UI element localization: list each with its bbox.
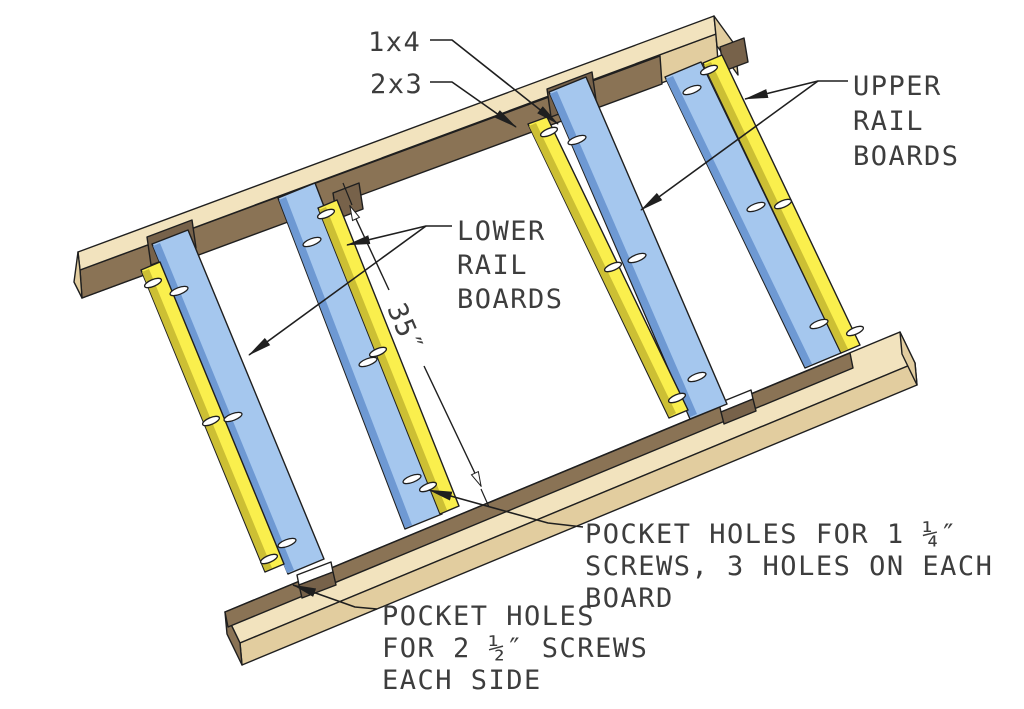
- pocket-hole: [682, 84, 702, 96]
- pocket-hole: [773, 198, 793, 210]
- bottom-side-board-inner-edge: [224, 352, 854, 628]
- blue-board-edge-shade: [153, 243, 294, 573]
- bottom-side-board: [224, 331, 918, 666]
- pocket-hole: [277, 537, 297, 549]
- pocket-hole: [603, 261, 623, 273]
- leader-1x4: [430, 39, 559, 125]
- rail-assembly-3: [527, 76, 728, 420]
- pocket-hole: [259, 553, 279, 565]
- blue-1x4-board: [151, 229, 325, 575]
- pocket-hole: [402, 473, 422, 485]
- blue-1x4-board: [277, 182, 443, 530]
- label-pocket-holes-rail-line1: POCKET HOLES FOR 1 ¼″: [585, 519, 958, 550]
- top-side-board-left-end: [73, 251, 83, 299]
- yellow-board-edge-shade: [529, 123, 676, 417]
- blue-board-edge-shade: [666, 76, 812, 367]
- dimension-extension-top: [342, 182, 353, 206]
- leader-lower-rail-a: [346, 225, 452, 246]
- pocket-hole: [699, 64, 719, 76]
- dimension-line-upper: [350, 206, 390, 291]
- pocket-hole: [627, 252, 647, 264]
- label-pocket-holes-side-line1: POCKET HOLES: [382, 601, 595, 632]
- pocket-hole: [201, 415, 221, 427]
- label-lower-rail-line2: RAIL: [457, 250, 528, 281]
- bottom-side-board-right-end: [899, 331, 918, 386]
- label-upper-rail-line1: UPPER: [853, 71, 942, 102]
- label-pocket-holes-rail-line3: BOARD: [585, 583, 674, 614]
- pocket-hole: [539, 126, 559, 138]
- pocket-hole: [316, 208, 336, 220]
- dimension-extension-bottom: [480, 488, 490, 508]
- label-lower-rail-line3: BOARDS: [457, 284, 564, 315]
- leader-pocket-holes-side: [292, 584, 378, 610]
- label-upper-rail-line3: BOARDS: [853, 141, 960, 172]
- text-labels: 1x4 2x3 UPPER RAIL BOARDS LOWER RAIL BOA…: [368, 27, 993, 696]
- blue-1x4-board: [548, 76, 728, 420]
- pocket-hole: [368, 346, 388, 358]
- rail-assembly-2: [277, 182, 460, 530]
- leader-lower-rail-b: [248, 225, 427, 356]
- rail-assembly-4: [664, 54, 865, 369]
- pocket-hole: [302, 236, 322, 248]
- notch-bottom-3-side: [720, 398, 757, 425]
- pocket-hole: [687, 371, 707, 383]
- label-upper-rail-line2: RAIL: [853, 106, 924, 137]
- leader-2x3: [430, 81, 517, 128]
- pocket-hole: [667, 392, 687, 404]
- dimension-line-lower: [423, 365, 481, 486]
- blue-board-edge-shade: [550, 91, 697, 417]
- pocket-hole: [223, 411, 243, 423]
- label-2x3: 2x3: [370, 69, 423, 100]
- pocket-hole: [143, 277, 163, 289]
- pocket-hole: [358, 356, 378, 368]
- blue-board-edge-shade: [279, 197, 412, 528]
- label-pocket-holes-rail-line2: SCREWS, 3 HOLES ON EACH: [585, 551, 993, 582]
- pocket-hole: [567, 134, 587, 146]
- label-lower-rail-line1: LOWER: [457, 216, 546, 247]
- pocket-hole: [169, 285, 189, 297]
- pocket-hole: [845, 325, 865, 337]
- label-pocket-holes-side-line3: EACH SIDE: [382, 665, 542, 696]
- pocket-hole: [809, 318, 829, 330]
- label-pocket-holes-side-line2: FOR 2 ½″ SCREWS: [382, 633, 648, 664]
- leader-upper-rail-b: [640, 80, 819, 211]
- leader-lines: [248, 39, 848, 610]
- label-1x4: 1x4: [368, 27, 421, 58]
- yellow-board-edge-shade: [319, 207, 447, 513]
- leader-pocket-holes-rail: [428, 489, 584, 528]
- pocket-hole: [746, 201, 766, 213]
- rail-assembly-1: [140, 229, 325, 575]
